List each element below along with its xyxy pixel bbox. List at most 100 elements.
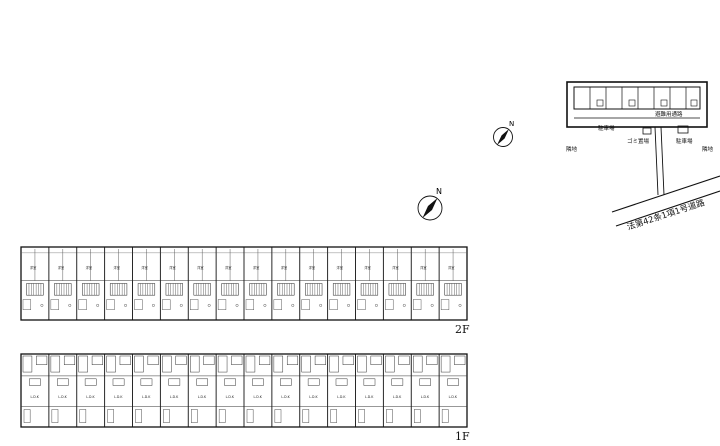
unit: 洋室 [438,247,467,320]
unit: L.D.K [104,354,133,427]
stair [444,283,462,296]
room-label: L.D.K [393,395,402,399]
stair [54,283,72,296]
entry-box [245,355,256,373]
stair [109,283,128,296]
room-label: 洋室 [141,265,147,270]
kitchen-counter [363,378,376,386]
storage-box [119,355,131,365]
unit: 洋室 [355,247,384,320]
bath-fixture [107,409,114,423]
floor-plan-2f: 洋室洋室洋室洋室洋室洋室洋室洋室洋室洋室洋室洋室洋室洋室洋室洋室 [20,246,468,321]
entry-box [78,355,88,373]
road-label: 法第42条1項1号道路 [626,197,707,233]
label-private-passage: 避難用通路 [655,110,683,118]
stair [193,283,211,296]
toilet-fixture [263,303,267,307]
site-road-edge-bottom [615,190,720,227]
kitchen-counter [447,378,459,386]
kitchen-counter [29,378,41,386]
toilet-fixture [124,303,127,307]
stair [360,283,379,296]
bath-fixture [79,409,87,423]
bath-fixture [246,409,254,423]
storage-box [426,355,438,365]
bath-fixture [274,409,282,423]
toilet-fixture [402,303,406,307]
bath-fixture [357,299,366,310]
unit: 洋室 [410,247,440,320]
parking-box [677,125,689,134]
room-label: L.D.K [86,395,95,399]
room-label: 洋室 [225,265,231,270]
compass-small-letter: N [509,120,514,128]
room-label: L.D.K [114,395,123,399]
unit: 洋室 [132,247,161,320]
unit: L.D.K [271,354,300,427]
room-label: 洋室 [337,265,343,270]
entry-box [162,355,172,373]
bath-fixture [190,299,199,310]
unit: L.D.K [327,354,356,427]
unit: 洋室 [21,249,49,310]
kitchen-counter [280,378,292,386]
toilet-fixture [68,303,72,307]
stair [221,283,239,296]
bath-fixture [134,299,143,310]
room-label: 洋室 [114,265,120,270]
label-neighbor-right: 隣地 [702,145,714,153]
unit: 洋室 [76,247,105,320]
toilet-fixture [179,303,183,307]
storage-box [63,355,76,365]
storage-box [231,355,243,365]
bath-fixture [273,299,282,310]
unit: 洋室 [327,247,356,320]
kitchen-counter [57,378,69,386]
room-label: L.D.K [142,395,151,399]
room-label: 洋室 [420,265,426,270]
unit: 洋室 [215,247,244,320]
bath-fixture [330,409,337,423]
bath-fixture [163,409,170,423]
bath-fixture [22,299,32,310]
stair [277,283,295,296]
room-label: L.D.K [421,395,430,399]
kitchen-counter [140,378,153,386]
bath-fixture [329,299,338,310]
unit: 洋室 [382,247,412,320]
kitchen-counter [307,378,320,386]
label-garbage: ゴミ置場 [627,137,650,145]
site-driveway [654,126,665,196]
stair [249,283,267,296]
toilet-fixture [235,303,239,307]
room-label: L.D.K [449,395,458,399]
unit: L.D.K [76,354,105,427]
label-parking-2: 駐車場 [676,137,693,145]
bath-fixture [23,409,31,423]
room-label: L.D.K [309,395,318,399]
floor-label-2f: 2F [455,323,470,336]
unit: L.D.K [187,354,217,427]
toilet-fixture [207,303,211,307]
storage-box [314,355,326,365]
entry-box [190,355,200,373]
entry-box [301,355,311,373]
entry-box [22,355,33,373]
room-label: L.D.K [226,395,235,399]
entry-box [50,355,61,373]
unit: L.D.K [299,354,328,427]
unit: L.D.K [410,354,440,427]
storage-box [286,355,299,365]
entry-box [273,355,284,373]
unit: 洋室 [48,247,77,320]
unit: 洋室 [271,247,300,320]
toilet-fixture [40,303,44,307]
storage-box [203,355,215,365]
unit: L.D.K [132,354,161,427]
bath-fixture [218,409,226,423]
compass-small-needle [497,129,509,145]
kitchen-counter [196,378,208,386]
entry-box [357,355,367,373]
storage-box [398,355,410,365]
